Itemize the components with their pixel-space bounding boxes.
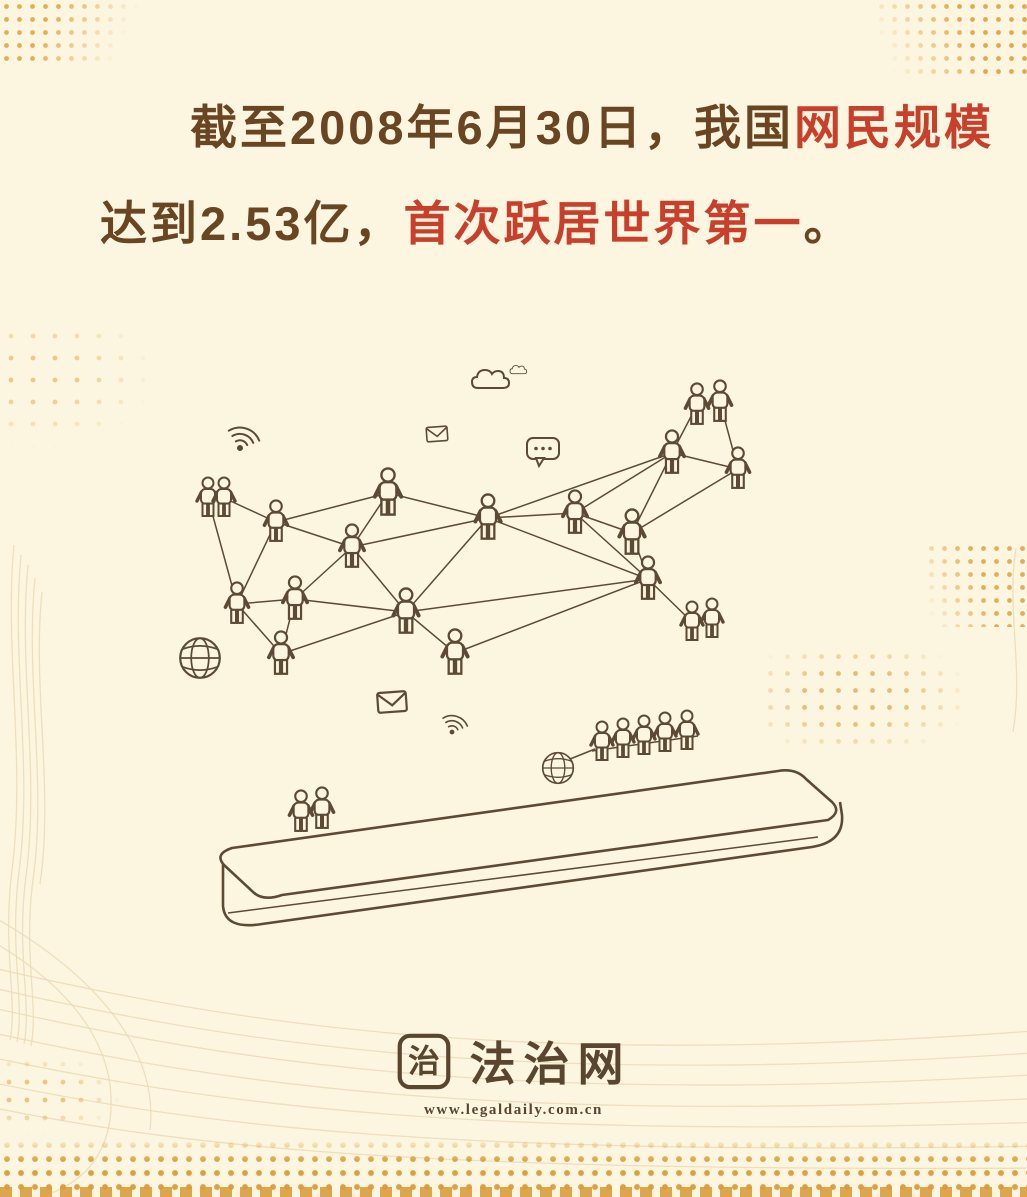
logo-row: 治 法治网 <box>396 1028 632 1094</box>
person-icon <box>674 708 700 751</box>
headline-text-brown: 达到2.53亿， <box>100 197 404 250</box>
person-icon <box>287 788 315 833</box>
headline-text-red: 网民规模 <box>793 101 994 154</box>
person-icon <box>683 381 711 426</box>
person-icon <box>631 713 657 756</box>
person-icon <box>652 710 678 753</box>
headline-text-brown: 。 <box>803 197 854 250</box>
dot-pattern-right-middle <box>925 542 1027 627</box>
person-icon <box>262 498 290 543</box>
dot-pattern-left <box>0 325 160 450</box>
person-icon <box>706 378 734 423</box>
headline: 截至2008年6月30日，我国网民规模 达到2.53亿，首次跃居世界第一。 <box>0 80 1027 272</box>
person-icon <box>281 574 309 621</box>
headline-text-red: 首次跃居世界第一 <box>403 197 804 250</box>
dot-pattern-bottom-left <box>0 1055 120 1135</box>
person-icon <box>589 719 615 762</box>
smartphone-illustration <box>219 769 844 927</box>
legal-daily-seal-icon: 治 <box>397 1033 450 1090</box>
envelope-icon <box>425 425 449 443</box>
site-name: 法治网 <box>469 1039 632 1090</box>
wifi-icon <box>438 711 471 740</box>
person-icon <box>473 492 503 541</box>
headline-line-1: 截至2008年6月30日，我国网民规模 <box>0 80 1027 176</box>
person-icon <box>211 475 237 518</box>
footer: 治 法治网 www.legaldaily.com.cn <box>396 1028 632 1119</box>
cloud-icon <box>509 365 528 375</box>
site-url: www.legaldaily.com.cn <box>423 1102 603 1118</box>
dot-pattern-top-right <box>875 0 1027 75</box>
left-vertical-waves <box>7 544 46 1047</box>
cloud-icon <box>471 369 510 389</box>
person-icon <box>440 627 470 676</box>
person-icon <box>634 554 662 601</box>
person-icon <box>267 629 295 676</box>
person-icon <box>338 522 366 569</box>
network-phone-illustration <box>179 365 844 927</box>
person-icon <box>679 599 705 642</box>
wifi-icon <box>222 422 263 457</box>
person-icon <box>610 716 636 759</box>
right-vertical-wave <box>1012 547 1018 733</box>
globe-icon <box>179 637 221 679</box>
person-icon <box>391 586 421 635</box>
headline-line-2: 达到2.53亿，首次跃居世界第一。 <box>0 176 1027 272</box>
dot-pattern-top-left <box>0 0 140 62</box>
seal-character: 治 <box>408 1044 440 1079</box>
chat-bubble-icon <box>526 437 560 467</box>
globe-icon <box>541 751 575 785</box>
headline-text-brown: 截至2008年6月30日，我国 <box>190 101 794 154</box>
bottom-dash-strip <box>0 1187 1027 1197</box>
person-icon <box>724 445 752 490</box>
person-icon <box>308 785 336 830</box>
person-icon <box>699 596 725 639</box>
dot-pattern-bottom-band <box>0 1138 1027 1190</box>
network-people <box>195 378 752 676</box>
envelope-icon <box>375 690 409 714</box>
person-icon <box>561 488 589 535</box>
